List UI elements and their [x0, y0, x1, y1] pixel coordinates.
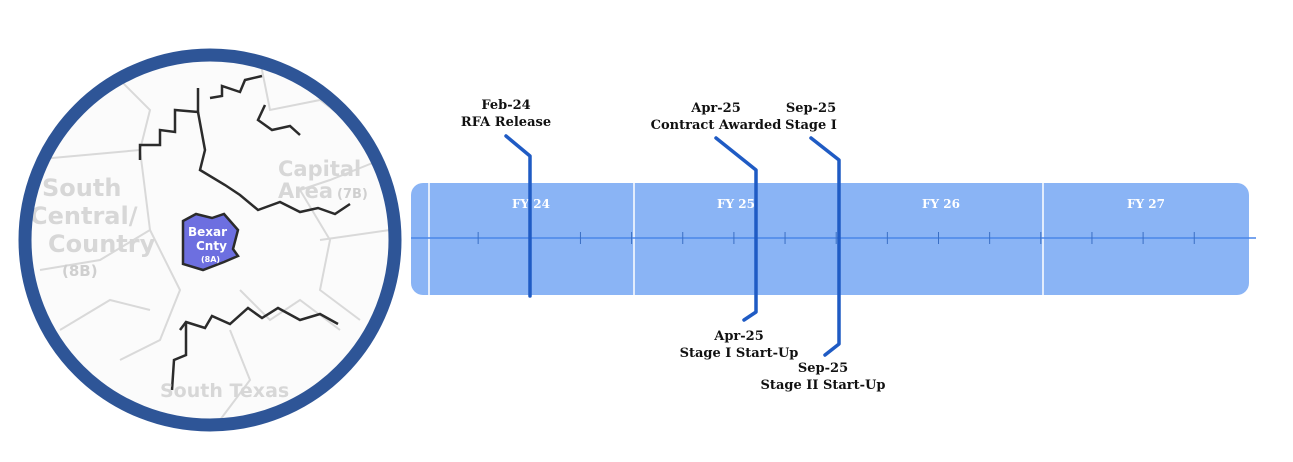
region-borders [138, 74, 351, 391]
milestone-label-stage-one-startup: Stage I Start-Up [680, 346, 799, 361]
milestone-marker-contract-award [714, 136, 758, 322]
region-south-central-code: (8B) [62, 262, 98, 280]
milestone-marker-stage-one [809, 136, 841, 357]
regional-map: South Central/ Country (8B) Capital Area… [18, 48, 402, 432]
county-label-code: (8A) [201, 255, 220, 264]
milestone-date-stage-one-startup: Apr-25 [713, 329, 764, 344]
map-ring [18, 48, 402, 432]
map-content: South Central/ Country (8B) Capital Area… [25, 55, 395, 425]
region-capital-line1: Capital [278, 157, 361, 181]
bexar-county-shape [181, 212, 240, 272]
milestone-date-stage-one: Sep-25 [786, 101, 836, 116]
milestone-label-stage-one: Stage I [785, 118, 837, 133]
county-label-line2: Cnty [196, 239, 227, 253]
region-south-central-line2: Central/ [30, 202, 138, 230]
region-capital-line2: Area [278, 179, 333, 203]
county-boundaries [29, 59, 391, 421]
fy-label-25: FY 25 [717, 197, 755, 211]
timeline-ticks [477, 232, 1195, 244]
milestone-date-stage-two-startup: Sep-25 [798, 361, 848, 376]
milestone-label-contract: Contract Awarded [651, 118, 782, 133]
milestone-label-stage-two-startup: Stage II Start-Up [761, 378, 886, 393]
region-capital-code: (7B) [337, 187, 368, 202]
milestone-marker-rfa-release [504, 134, 532, 298]
county-label-line1: Bexar [188, 225, 227, 239]
timeline-band [411, 183, 1249, 295]
fy-label-26: FY 26 [922, 197, 960, 211]
region-south-texas: South Texas [160, 380, 289, 402]
milestone-date-rfa: Feb-24 [481, 98, 530, 113]
fy-label-27: FY 27 [1127, 197, 1165, 211]
region-south-central-line1: South [42, 174, 121, 202]
milestone-date-contract: Apr-25 [690, 101, 741, 116]
region-south-central-line3: Country [48, 230, 156, 258]
milestone-label-rfa: RFA Release [461, 115, 551, 130]
